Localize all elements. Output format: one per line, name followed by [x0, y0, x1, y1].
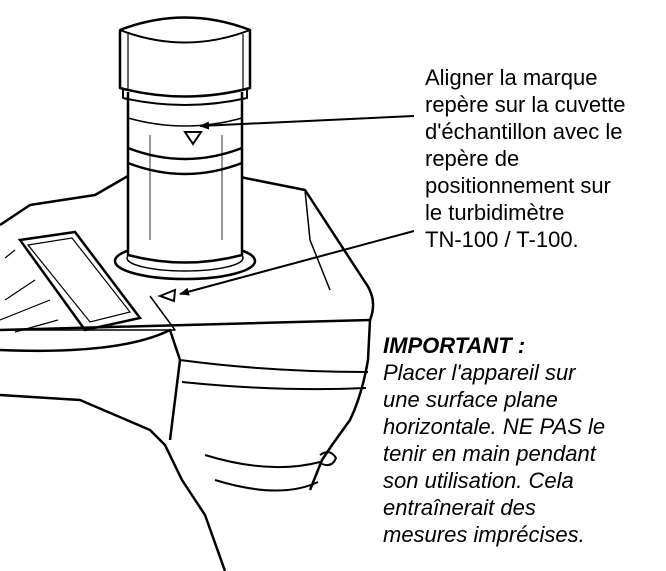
important-title: IMPORTANT :	[383, 333, 526, 358]
important-line: son utilisation. Cela	[383, 468, 574, 493]
important-line: une surface plane	[383, 387, 558, 412]
cuvette-mark-leader-arrow	[199, 115, 415, 130]
alignment-line: repère sur la cuvette	[425, 92, 626, 117]
meter-positioning-mark	[157, 288, 177, 303]
important-line: Placer l'appareil sur	[383, 360, 576, 385]
important-line: tenir en main pendant	[383, 441, 596, 466]
alignment-line: le turbidimètre	[425, 200, 565, 225]
cuvette-index-mark	[183, 131, 203, 146]
alignment-instruction: Aligner la marque repère sur la cuvette …	[425, 64, 626, 253]
alignment-line: Aligner la marque	[425, 65, 598, 90]
important-line: mesures imprécises.	[383, 522, 585, 547]
alignment-line: d'échantillon avec le	[425, 119, 623, 144]
sample-cuvette	[118, 16, 252, 264]
meter-body	[0, 174, 375, 571]
display-window	[0, 230, 143, 333]
important-line: entraînerait des	[383, 495, 536, 520]
important-warning: IMPORTANT : Placer l'appareil sur une su…	[383, 332, 605, 548]
alignment-line: TN-100 / T-100.	[425, 227, 579, 252]
alignment-line: positionnement sur	[425, 173, 611, 198]
meter-mark-leader-arrow	[179, 230, 415, 296]
alignment-line: repère de	[425, 146, 520, 171]
important-line: horizontale. NE PAS le	[383, 414, 606, 439]
